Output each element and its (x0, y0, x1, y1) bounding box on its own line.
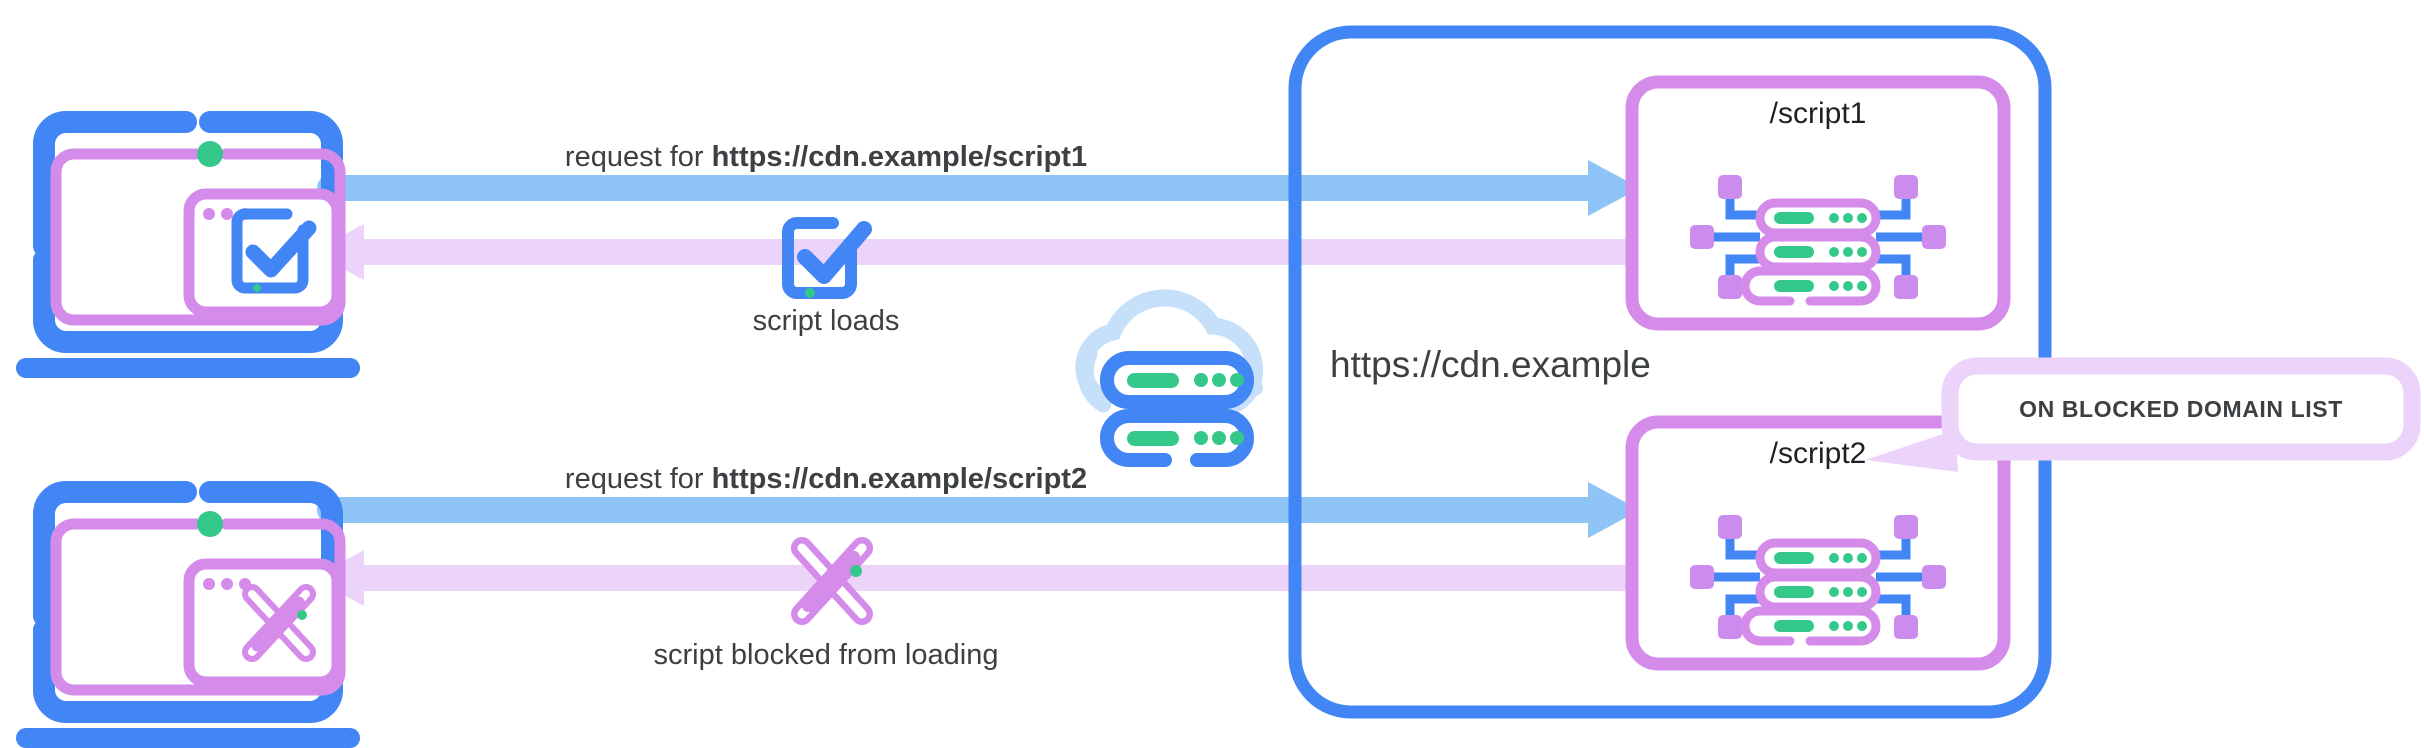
laptop-cross-icon (16, 492, 360, 748)
callout-text: ON BLOCKED DOMAIN LIST (2019, 396, 2343, 422)
origin-label: https://cdn.example (1330, 344, 1651, 385)
result-icon-script2 (791, 537, 873, 625)
resource-label-script1: /script1 (1769, 97, 1867, 130)
cloud-server-icon (1075, 289, 1264, 467)
request-label-script2: request for https://cdn.example/script2 (564, 463, 1088, 496)
arrow-request-script1 (317, 160, 1640, 216)
request-prefix: request for (564, 463, 712, 495)
arrow-request-script2 (317, 482, 1640, 538)
resource-label-script2: /script2 (1769, 437, 1867, 470)
status-dot-green (197, 511, 223, 537)
status-dot-green (197, 141, 223, 167)
request-prefix: request for (564, 141, 712, 173)
arrow-response-script2 (312, 550, 1643, 606)
result-icon-script1 (782, 217, 872, 299)
arrow-response-script1 (312, 224, 1643, 280)
checkbox-check-icon (231, 208, 317, 294)
server-network-icon-script2 (1690, 515, 1946, 646)
request-url: https://cdn.example/script1 (711, 141, 1088, 173)
blocked-domain-callout (1865, 357, 2421, 472)
result-label-script2: script blocked from loading (653, 639, 999, 671)
request-label-script1: request for https://cdn.example/script1 (564, 141, 1088, 174)
laptop-check-icon (16, 122, 360, 378)
request-url: https://cdn.example/script2 (711, 463, 1088, 495)
result-label-script1: script loads (752, 305, 900, 337)
server-network-icon-script1 (1690, 175, 1946, 306)
cross-icon (242, 584, 316, 662)
